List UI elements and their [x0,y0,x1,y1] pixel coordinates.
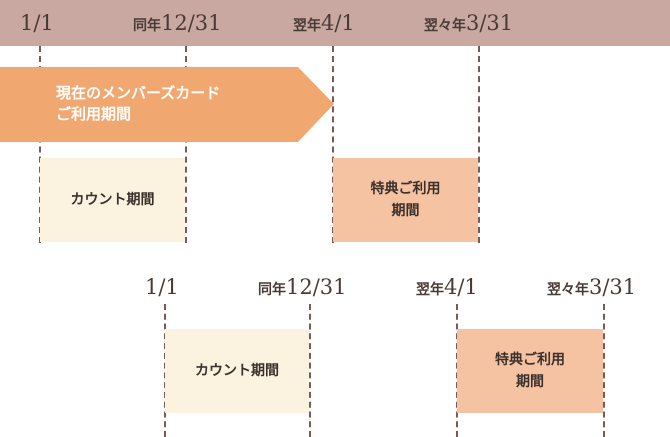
bottom-benefit-line1: 特典ご利用 [495,352,565,368]
bottom-date-3-value: 4/1 [444,275,478,299]
bottom-date-4-value: 3/31 [589,275,637,299]
top-date-2-prefix: 同年 [133,18,161,34]
top-date-3-prefix: 翌年 [293,18,321,34]
bottom-divider-2 [309,304,311,437]
top-benefit-line1: 特典ご利用 [370,181,441,197]
bottom-date-2-value: 12/31 [286,275,347,299]
top-date-2: 同年12/31 [133,13,222,34]
bottom-count-period-box: カウント期間 [165,329,309,413]
membership-period-line2: ご利用期間 [56,105,132,123]
top-date-band [0,0,670,46]
top-count-period-label: カウント期間 [70,192,155,208]
top-count-period-box: カウント期間 [40,158,185,242]
top-divider-3 [332,46,334,243]
bottom-date-4-prefix: 翌々年 [547,282,589,298]
top-divider-2 [185,46,187,243]
membership-period-label: 現在のメンバーズカード ご利用期間 [56,83,220,125]
top-date-4-value: 3/31 [466,11,514,35]
top-date-3-value: 4/1 [321,11,355,35]
top-divider-4 [478,46,480,243]
bottom-count-period-label: カウント期間 [195,363,279,379]
top-date-2-value: 12/31 [161,11,222,35]
bottom-date-4: 翌々年3/31 [547,277,636,298]
bottom-benefit-period-box: 特典ご利用 期間 [457,329,603,413]
top-benefit-line2: 期間 [391,203,420,219]
membership-period-line1: 現在のメンバーズカード [56,84,221,102]
bottom-date-2: 同年12/31 [258,277,347,298]
top-date-1: 1/1 [20,13,54,34]
top-date-4: 翌々年3/31 [424,13,513,34]
bottom-benefit-line2: 期間 [516,374,544,390]
top-divider-1 [39,46,41,243]
bottom-date-3: 翌年4/1 [416,277,478,298]
bottom-date-1-value: 1/1 [145,275,179,299]
top-benefit-period-box: 特典ご利用 期間 [333,158,478,242]
bottom-divider-4 [603,304,605,437]
top-date-1-value: 1/1 [20,11,54,35]
top-date-4-prefix: 翌々年 [424,18,466,34]
membership-period-arrow [0,67,334,142]
top-date-3: 翌年4/1 [293,13,355,34]
bottom-date-1: 1/1 [145,277,179,298]
bottom-date-3-prefix: 翌年 [416,282,444,298]
bottom-date-2-prefix: 同年 [258,282,286,298]
